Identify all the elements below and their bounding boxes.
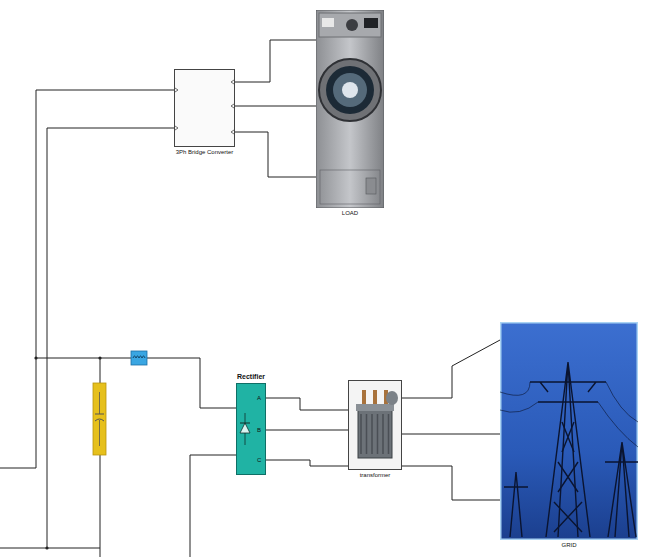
wire [402, 466, 500, 500]
wire [235, 40, 316, 82]
wire [402, 340, 500, 398]
converter-block: 3Ph Bridge Converter [174, 69, 235, 147]
washer-picture [316, 10, 384, 208]
wire [266, 398, 348, 410]
port-label: B [257, 427, 261, 433]
converter-picture [174, 69, 235, 147]
label-holder: LOAD [276, 208, 424, 217]
port-label: A [257, 395, 261, 401]
block-label: 3Ph Bridge Converter [134, 149, 275, 156]
wire [402, 434, 500, 435]
capacitor-symbol [93, 383, 106, 455]
port-label: C [257, 457, 261, 463]
grid-picture [500, 322, 638, 540]
cap-wire [100, 358, 101, 383]
junction-dot [34, 356, 37, 359]
block-label: Rectifier [196, 373, 306, 381]
block-label: GRID [460, 542, 645, 549]
wire [235, 132, 316, 177]
cap-wire [100, 455, 101, 557]
dc-wire [190, 455, 236, 557]
transformer-block: transformer [348, 380, 402, 470]
block-label: LOAD [276, 210, 424, 217]
wire [266, 430, 348, 431]
block-label: transformer [308, 472, 442, 479]
wire [235, 106, 316, 107]
dc-wire [47, 548, 100, 549]
label-holder: transformer [308, 470, 442, 479]
dc-wire [0, 128, 174, 548]
rectifier-picture [236, 383, 266, 475]
wire [266, 460, 348, 466]
junction-dot [98, 356, 101, 359]
label-holder: GRID [460, 540, 645, 549]
dc-wire [0, 358, 36, 468]
transformer-picture [348, 380, 402, 470]
junction-dot [45, 546, 48, 549]
label-holder: 3Ph Bridge Converter [134, 147, 275, 156]
label-holder: Rectifier [196, 373, 306, 383]
rectifier-block: Rectifier [236, 383, 266, 475]
grid-block: GRID [500, 322, 638, 540]
washer-block: LOAD [316, 10, 384, 208]
fuse-symbol [131, 351, 147, 365]
